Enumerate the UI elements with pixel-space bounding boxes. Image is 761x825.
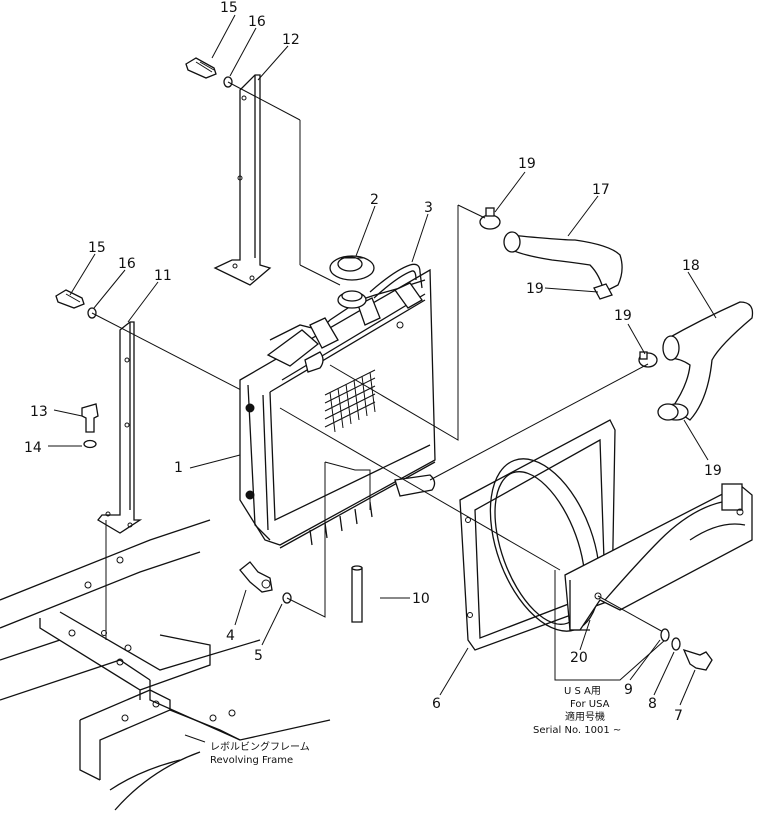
callout-16-top: 16	[248, 14, 266, 30]
hose-18	[662, 301, 754, 421]
usa-note: U S A用 For USA 適用号機 Serial No. 1001 ~	[533, 686, 621, 736]
callout-6: 6	[432, 696, 441, 712]
callout-19-a: 19	[518, 156, 536, 172]
leader-hose-17	[329, 205, 459, 441]
hose-clamp-19c	[638, 351, 658, 368]
callout-2: 2	[370, 192, 379, 208]
callout-9: 9	[624, 682, 633, 698]
stay-bracket-11	[97, 321, 143, 640]
hose-clamp-19d	[657, 403, 679, 421]
bolt-15-top	[185, 57, 217, 79]
usa-note-line-2: For USA	[570, 699, 610, 710]
callout-labels: 15 16 12 2 3 19 17 19 18 19 19 15 16 11 …	[24, 0, 722, 724]
fan-shroud-6	[459, 419, 616, 651]
leader-shroud	[279, 407, 561, 571]
core-mesh	[324, 369, 376, 433]
callout-3: 3	[424, 200, 433, 216]
hose-clamp-19a	[479, 207, 501, 230]
hose-clamp-19b	[593, 283, 613, 300]
callout-18: 18	[682, 258, 700, 274]
callout-12: 12	[282, 32, 300, 48]
frame-note-line-1: レボルビングフレーム	[210, 740, 310, 753]
usa-note-line-4: Serial No. 1001 ~	[533, 725, 621, 736]
callout-15-left: 15	[88, 240, 106, 256]
fan-shroud-20	[564, 483, 753, 631]
callout-19-c: 19	[614, 308, 632, 324]
callout-19-b: 19	[526, 281, 544, 297]
overflow-pipe-3	[369, 263, 423, 293]
callout-17: 17	[592, 182, 610, 198]
bolt-13	[81, 403, 99, 433]
callout-20: 20	[570, 650, 588, 666]
drain-cock-4	[239, 561, 273, 593]
callout-7: 7	[674, 708, 683, 724]
stay-bracket-12	[213, 74, 272, 286]
radiator-cap-2	[329, 255, 375, 281]
callout-8: 8	[648, 696, 657, 712]
callout-1: 1	[174, 460, 183, 476]
leader-5	[286, 545, 326, 618]
frame-note: レボルビングフレーム Revolving Frame	[210, 740, 310, 766]
frame-note-line-2: Revolving Frame	[210, 755, 293, 766]
bolt-15-left	[55, 289, 85, 309]
revolving-frame	[0, 519, 331, 811]
usa-note-line-1: U S A用	[564, 686, 601, 697]
callout-5: 5	[254, 648, 263, 664]
callout-15-top: 15	[220, 0, 238, 16]
callout-13: 13	[30, 404, 48, 420]
washer-14	[83, 439, 97, 449]
bolt-7	[682, 648, 713, 671]
callout-leaders	[48, 14, 717, 743]
callout-16-left: 16	[118, 256, 136, 272]
filler-neck	[337, 290, 367, 309]
callout-14: 14	[24, 440, 42, 456]
callout-10: 10	[412, 591, 430, 607]
callout-11: 11	[154, 268, 172, 284]
radiator-core	[239, 268, 436, 549]
rod-10	[351, 565, 363, 623]
callout-19-d: 19	[704, 463, 722, 479]
callout-4: 4	[226, 628, 235, 644]
lock-washer-8	[671, 637, 681, 651]
usa-note-line-3: 適用号機	[565, 710, 605, 723]
hose-17	[503, 231, 623, 293]
washer-9	[660, 628, 670, 642]
leader-usa	[554, 570, 666, 681]
